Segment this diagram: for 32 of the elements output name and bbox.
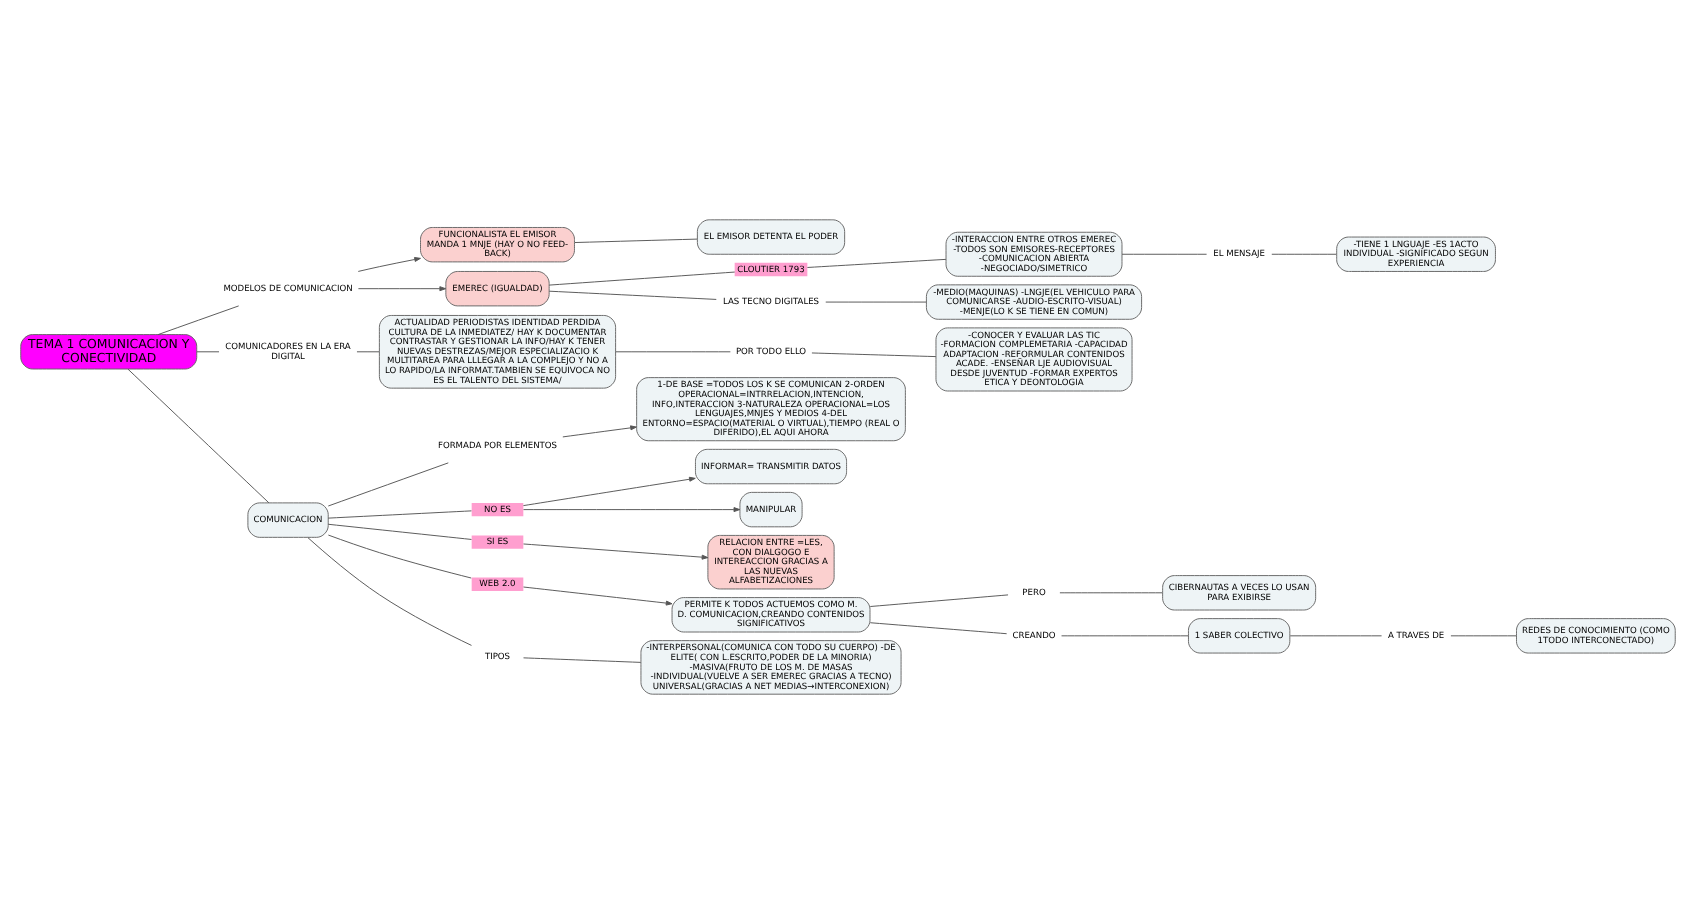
connector xyxy=(806,257,947,267)
connector xyxy=(327,509,472,518)
connector xyxy=(869,593,1009,606)
connector xyxy=(1059,591,1163,593)
connector xyxy=(1061,634,1189,636)
connector xyxy=(548,270,736,285)
connector xyxy=(574,237,698,242)
arrow xyxy=(522,475,696,506)
arrow xyxy=(357,285,447,291)
connector xyxy=(811,351,937,357)
connector xyxy=(157,304,240,335)
connector xyxy=(1121,252,1208,254)
arrow xyxy=(523,542,709,559)
connector xyxy=(1271,252,1337,254)
connector xyxy=(869,621,1008,634)
connector xyxy=(1289,634,1383,636)
connector xyxy=(127,367,270,503)
connector xyxy=(356,350,380,352)
connector xyxy=(327,461,449,506)
connector xyxy=(307,536,472,645)
connector xyxy=(825,300,927,302)
arrow xyxy=(523,585,673,605)
connector xyxy=(1450,634,1517,636)
arrow xyxy=(562,424,637,437)
connector xyxy=(615,350,731,352)
connector xyxy=(327,522,472,539)
connector xyxy=(548,289,717,299)
arrow xyxy=(357,256,421,271)
connector xyxy=(327,533,472,578)
connector xyxy=(523,656,642,662)
connector xyxy=(196,350,220,352)
arrow xyxy=(523,506,741,512)
